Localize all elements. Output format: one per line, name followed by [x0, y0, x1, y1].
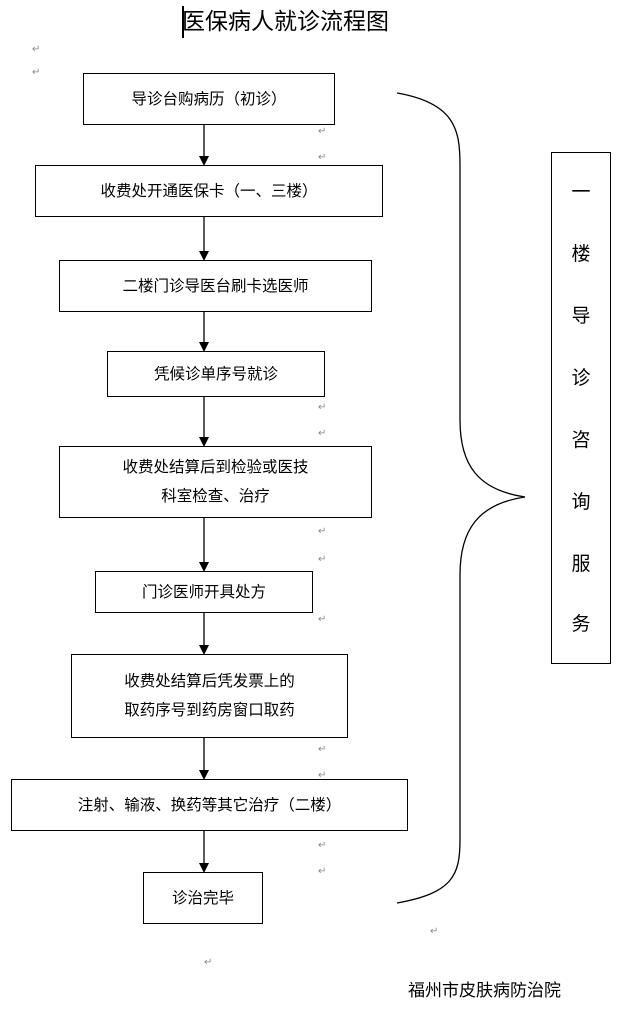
- text-cursor: [182, 6, 184, 38]
- paragraph-mark: ↵: [204, 957, 213, 968]
- side-service-char: 诊: [571, 367, 591, 389]
- flow-step-label: 取药序号到药房窗口取药: [124, 701, 295, 719]
- paragraph-mark: ↵: [318, 744, 327, 755]
- flow-step-7: 收费处结算后凭发票上的取药序号到药房窗口取药: [71, 654, 348, 738]
- side-service-char: 服: [571, 553, 591, 575]
- side-service-char: 询: [571, 491, 591, 513]
- paragraph-mark: ↵: [430, 926, 439, 937]
- flow-step-9: 诊治完毕: [143, 872, 263, 924]
- paragraph-mark: ↵: [318, 402, 327, 413]
- flow-step-label: 科室检查、治疗: [161, 487, 270, 505]
- footer-organization: 福州市皮肤病防治院: [408, 981, 561, 1001]
- paragraph-mark: ↵: [318, 866, 327, 877]
- paragraph-mark: ↵: [32, 67, 41, 78]
- paragraph-mark: ↵: [318, 428, 327, 439]
- flow-step-label: 收费处结算后到检验或医技: [122, 458, 309, 476]
- flow-step-label: 导诊台购病历（初诊）: [131, 89, 287, 108]
- paragraph-mark: ↵: [318, 840, 327, 851]
- flow-step-label: 二楼门诊导医台刷卡选医师: [122, 276, 309, 295]
- paragraph-mark: ↵: [318, 554, 327, 565]
- flow-step-5: 收费处结算后到检验或医技科室检查、治疗: [59, 446, 372, 518]
- flow-step-label: 诊治完毕: [171, 888, 234, 907]
- flow-step-8: 注射、输液、换药等其它治疗（二楼）: [11, 779, 408, 831]
- flow-step-label: 门诊医师开具处方: [141, 582, 266, 601]
- paragraph-mark: ↵: [32, 44, 41, 55]
- paragraph-mark: ↵: [318, 526, 327, 537]
- side-service-char: 导: [571, 305, 591, 327]
- flow-step-label: 收费处结算后凭发票上的: [124, 672, 295, 690]
- paragraph-mark: ↵: [318, 152, 327, 163]
- right-brace: [396, 92, 526, 904]
- flow-step-3: 二楼门诊导医台刷卡选医师: [59, 260, 372, 312]
- side-service-char: 务: [571, 613, 591, 635]
- flow-step-1: 导诊台购病历（初诊）: [83, 73, 335, 125]
- side-service-panel: 一楼导诊咨询服务: [551, 152, 611, 664]
- flow-step-label: 注射、输液、换药等其它治疗（二楼）: [77, 795, 342, 814]
- flow-step-label: 收费处开通医保卡（一、三楼）: [100, 181, 318, 200]
- flow-step-6: 门诊医师开具处方: [95, 571, 313, 613]
- flow-step-4: 凭候诊单序号就诊: [107, 351, 325, 397]
- side-service-char: 一: [571, 181, 591, 203]
- page-title: 医保病人就诊流程图: [182, 9, 389, 35]
- paragraph-mark: ↵: [318, 614, 327, 625]
- paragraph-mark: ↵: [318, 770, 327, 781]
- side-service-char: 楼: [571, 243, 591, 265]
- flow-step-label: 凭候诊单序号就诊: [153, 364, 278, 383]
- flow-step-2: 收费处开通医保卡（一、三楼）: [35, 165, 383, 217]
- side-service-char: 咨: [571, 429, 591, 451]
- paragraph-mark: ↵: [318, 126, 327, 137]
